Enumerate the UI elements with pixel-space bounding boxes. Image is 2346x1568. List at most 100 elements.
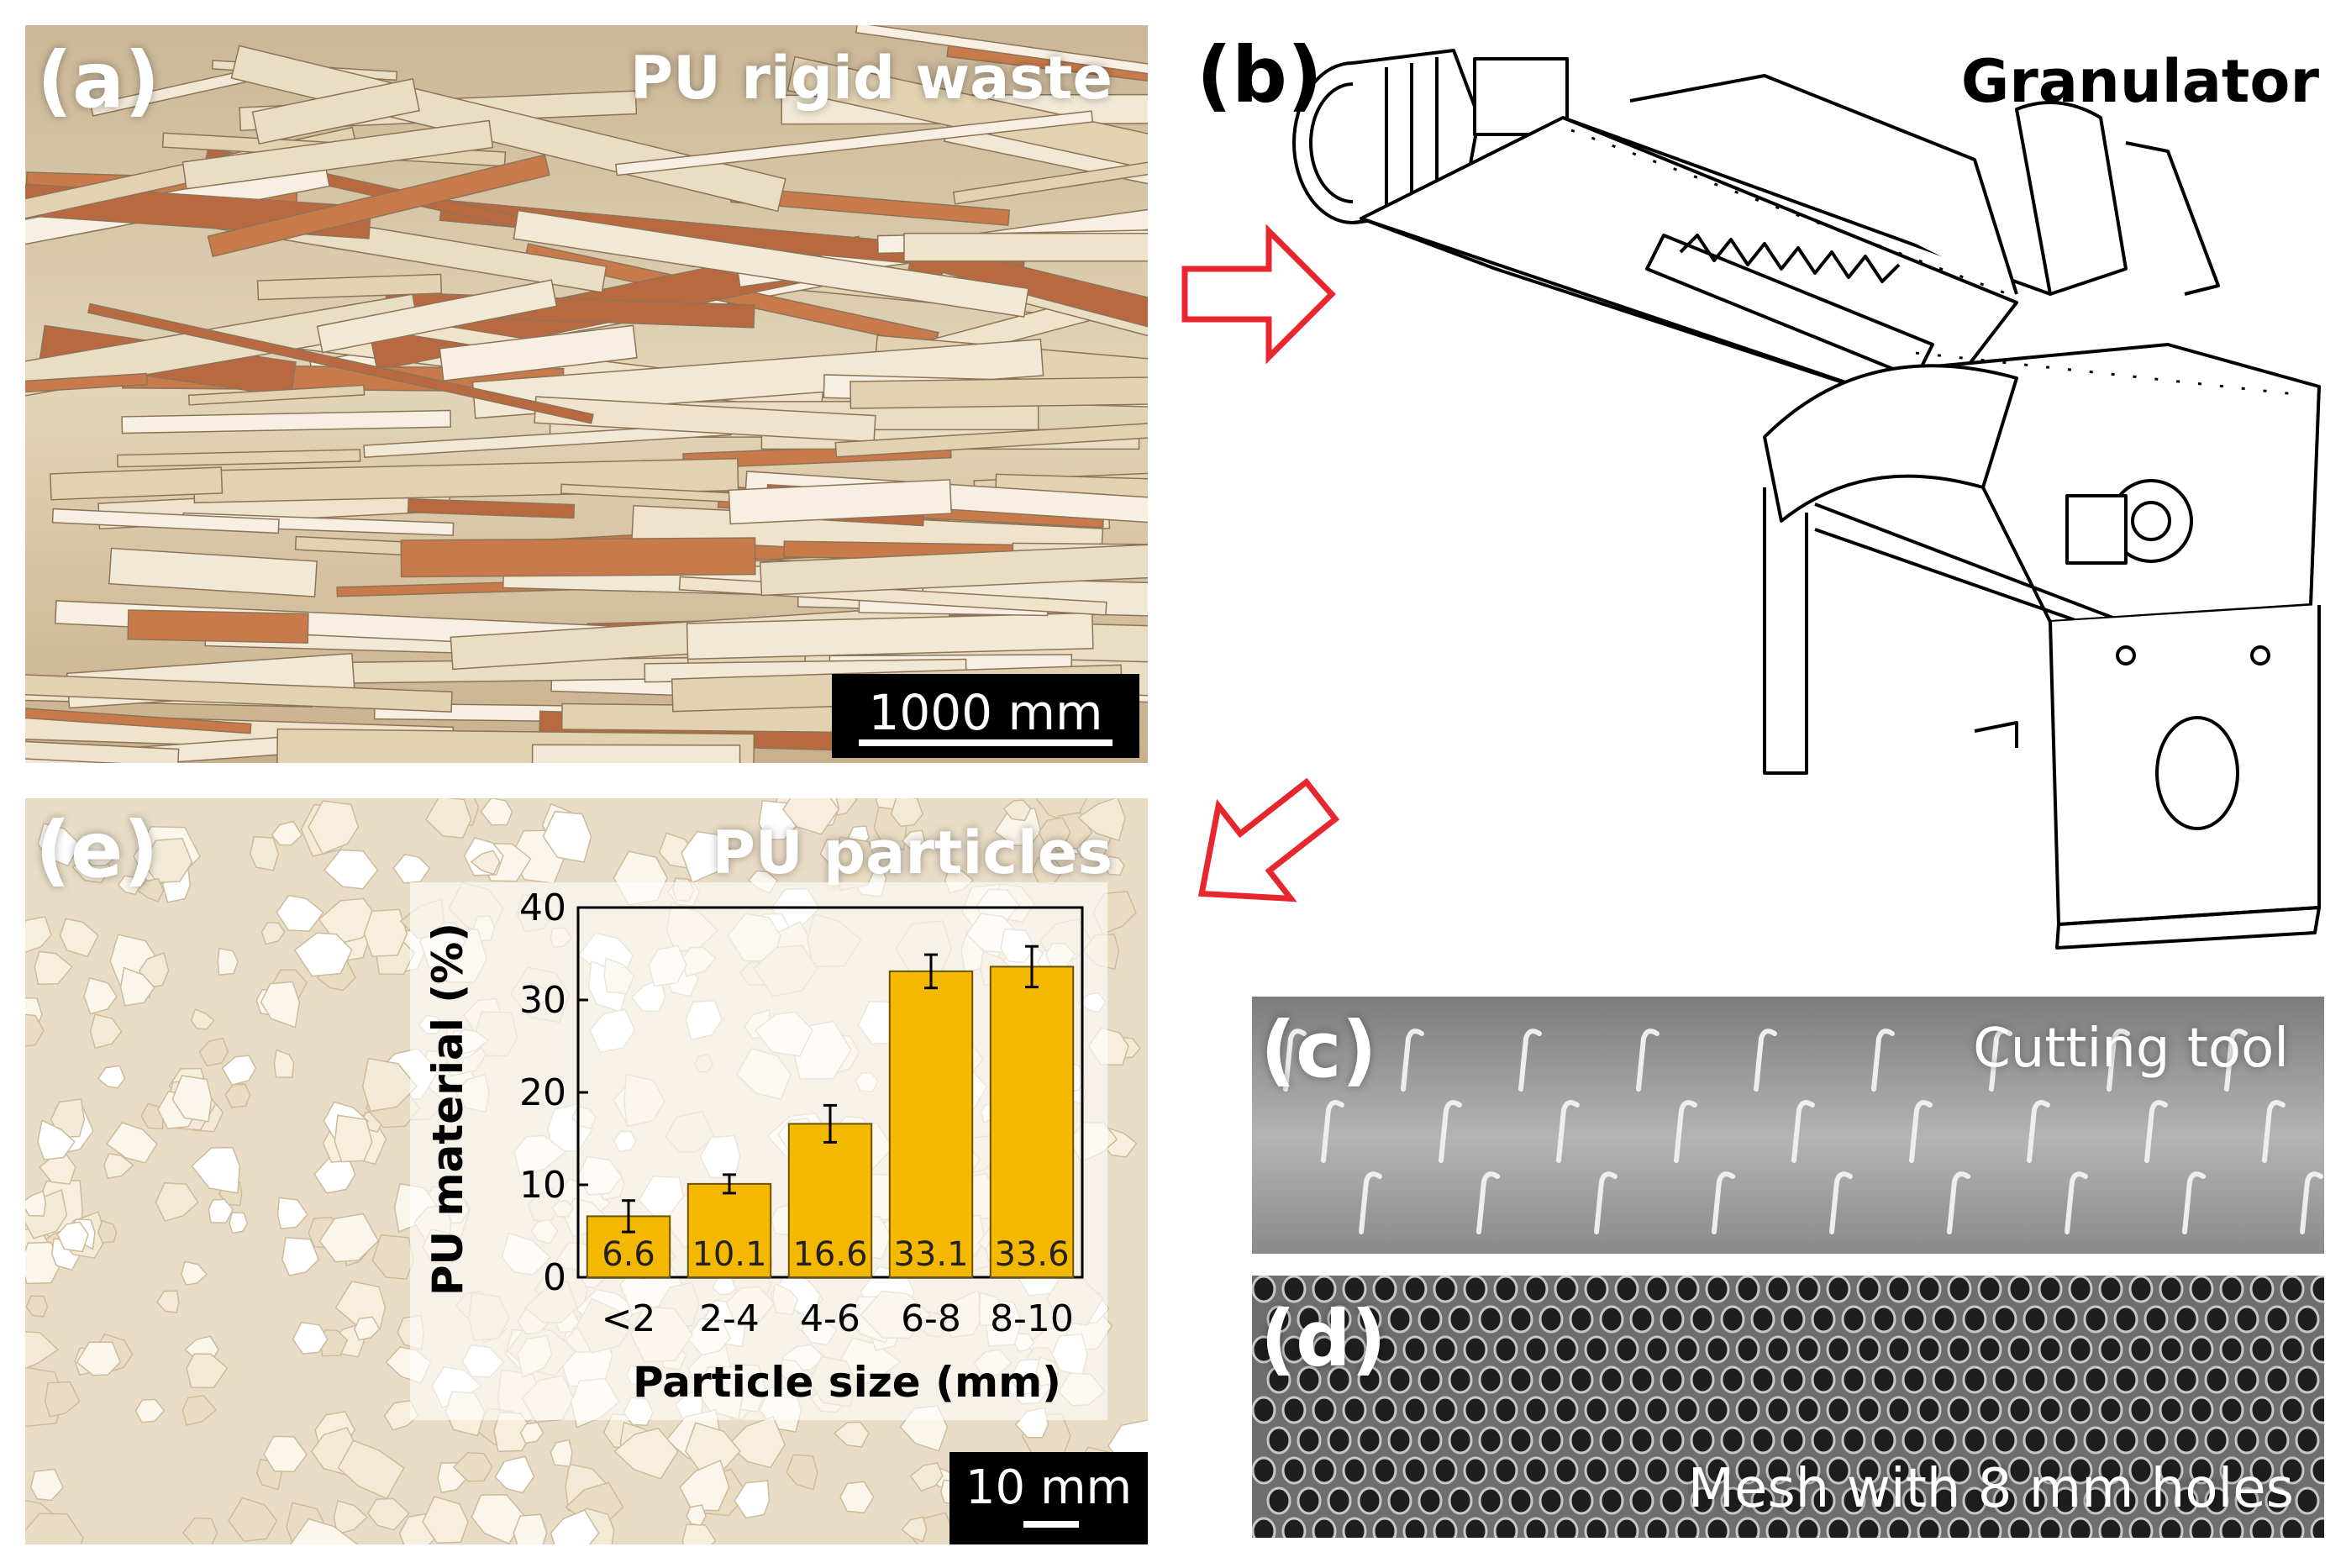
mesh-hole [2068,1335,2093,1364]
mesh-hole [1750,1486,1775,1515]
mesh-hole [2310,1276,2324,1303]
mesh-hole [1705,1456,1730,1485]
pu-particle [452,1452,493,1482]
bar-8-10 [989,966,1075,1279]
mesh-hole [1826,1396,1851,1424]
mesh-hole [2189,1456,2214,1485]
mesh-hole [1493,1276,1518,1303]
pu-particle [155,1181,199,1222]
pu-particle [250,836,280,871]
mesh-hole [2264,1486,2290,1515]
mesh-hole [2249,1517,2275,1538]
waste-board [513,209,1029,318]
mesh-hole [1765,1517,1791,1538]
cutting-tooth [1947,1171,1970,1234]
waste-board [834,421,1148,458]
mesh-hole [1856,1456,1881,1485]
mesh-hole [1312,1517,1337,1538]
mesh-hole [2068,1396,2093,1424]
mesh-hole [1856,1517,1881,1538]
pu-particle [318,1213,380,1263]
mesh-hole [1796,1456,1821,1485]
mesh-hole [1796,1276,1821,1303]
mesh-hole [1463,1456,1488,1485]
data-label: 33.1 [893,1235,968,1274]
particle-size-bar-chart: 0102030406.6<210.12-416.64-633.16-833.68… [410,882,1107,1420]
mesh-hole [1690,1426,1715,1455]
waste-board [407,497,576,519]
pu-particle [782,798,840,835]
pu-particle [890,798,924,828]
waste-board [25,672,453,713]
cutting-tooth [2182,1171,2206,1234]
mesh-hole [1629,1426,1654,1455]
pu-particle [383,1400,419,1431]
y-tick-label: 40 [519,887,566,929]
mesh-hole [1418,1365,1443,1394]
pu-particle [276,894,324,932]
pu-particle [550,1509,600,1544]
mesh-hole [1947,1517,1972,1538]
mesh-hole [1644,1396,1670,1424]
mesh-hole [1252,1335,1276,1364]
mesh-hole [2007,1456,2033,1485]
mesh-hole [2083,1486,2108,1515]
pu-particle [681,1523,717,1544]
waste-board [127,609,309,644]
pu-particle [679,1459,730,1512]
mesh-hole [1281,1335,1307,1364]
waste-board [471,339,1044,419]
y-tick-label: 0 [543,1256,566,1299]
mesh-hole [1387,1426,1412,1455]
mesh-hole [1871,1486,1896,1515]
mesh-hole [1508,1486,1533,1515]
mesh-hole [1508,1365,1533,1394]
mesh-hole [1493,1335,1518,1364]
pu-particle [25,1190,47,1217]
mesh-hole [2023,1426,2048,1455]
mesh-hole [2174,1305,2199,1334]
mesh-hole [1735,1517,1760,1538]
panel-d-mesh-photo: (d) Mesh with 8 mm holes [1252,1276,2324,1538]
mesh-hole [2295,1365,2320,1394]
mesh-hole [2249,1456,2275,1485]
mesh-hole [1297,1486,1322,1515]
mesh-hole [1402,1396,1428,1424]
pu-particle [25,1331,60,1370]
pu-particle [271,820,303,846]
mesh-hole [2280,1396,2305,1424]
mesh-hole [1297,1365,1322,1394]
mesh-hole [1735,1456,1760,1485]
mesh-hole [1917,1517,1942,1538]
waste-board [728,479,953,525]
mesh-hole [1856,1396,1881,1424]
mesh-hole [2295,1486,2320,1515]
mesh-hole [1886,1396,1912,1424]
mesh-hole [2234,1486,2259,1515]
waste-board [121,409,452,434]
cutting-tooth [1401,1029,1424,1092]
cutting-tooth [2144,1100,2168,1163]
mesh-hole [1599,1486,1624,1515]
x-tick-label: 6-8 [901,1297,961,1340]
pu-particle [513,1513,548,1544]
mesh-hole [1342,1456,1367,1485]
mesh-hole [1554,1396,1579,1424]
mesh-hole [1977,1396,2002,1424]
mesh-hole [1372,1276,1397,1303]
mesh-hole [1932,1305,1957,1334]
pu-particle [59,918,99,958]
pu-particle [25,1513,84,1544]
pu-particle [909,1462,944,1492]
pu-particle [366,1497,410,1531]
pu-particle [734,1480,771,1519]
waste-board [181,119,494,190]
mesh-hole [1584,1517,1609,1538]
mesh-hole [1614,1276,1639,1303]
mesh-hole [2219,1335,2244,1364]
mesh-hole [1917,1456,1942,1485]
mesh-hole [2083,1365,2108,1394]
mesh-hole [2280,1276,2305,1303]
cutting-tooth [1754,1029,1777,1092]
